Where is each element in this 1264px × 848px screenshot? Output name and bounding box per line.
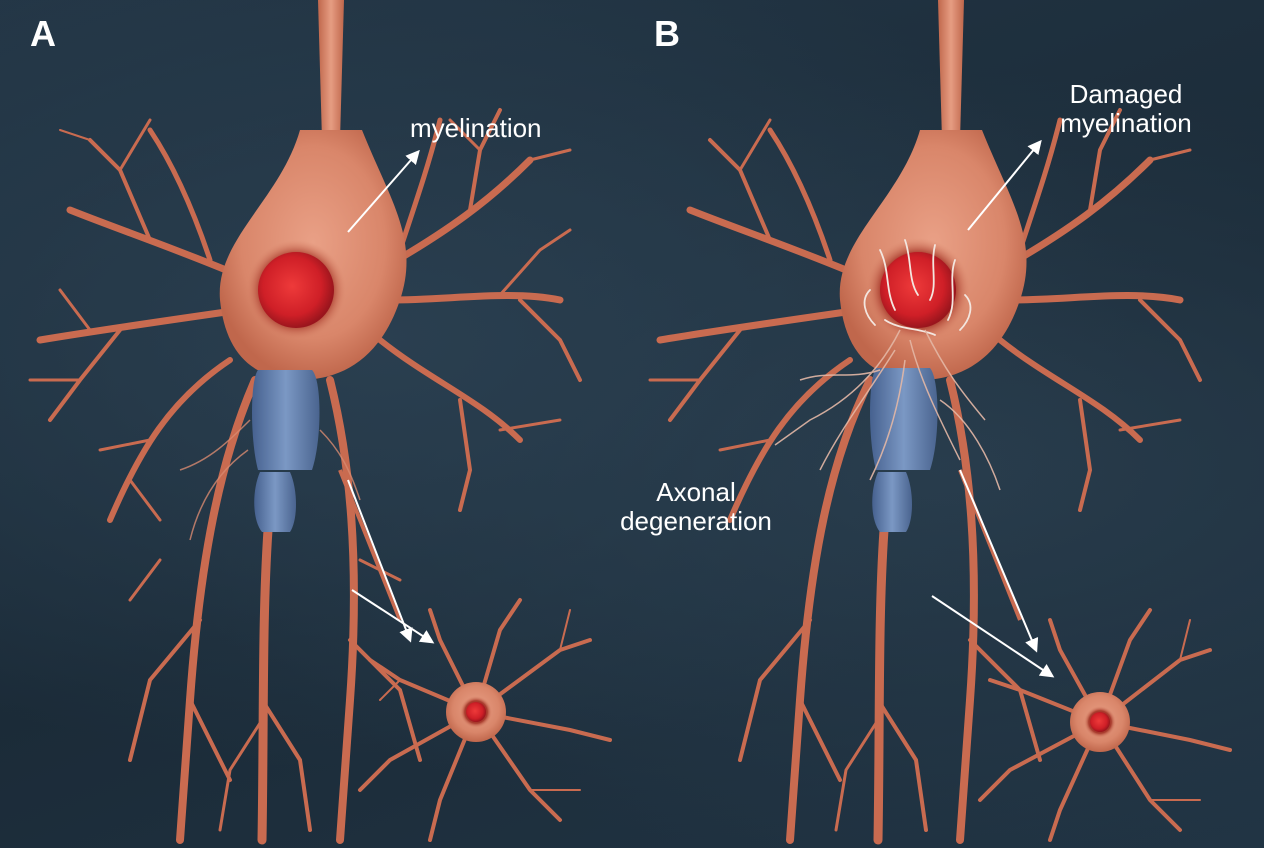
panel-a-myelination-arrow [347, 149, 420, 233]
panel-b-dendrites [648, 108, 1202, 523]
panel-b-frayed-fibres [774, 329, 1001, 491]
panel-b-degeneration-line1: Axonal [656, 477, 736, 507]
panel-b-degeneration-line2: degeneration [620, 506, 772, 537]
panel-b-myelin-sheath [870, 368, 938, 532]
panel-a-myelination-label: myelination [410, 113, 542, 143]
panel-b-damaged-myelination-label: Damaged myelination [1040, 79, 1212, 139]
panel-b-damaged-myelination-arrow [967, 139, 1042, 231]
panel-b-connection-arrow-1 [959, 469, 1039, 653]
panel-b-connection-arrow-2 [931, 595, 1055, 678]
panel-a-connection-arrow-1 [347, 479, 413, 643]
panel-b-neuron [648, 0, 1202, 845]
panel-b-damaged-line1: Damaged [1069, 79, 1183, 109]
panel-b-nucleus [880, 252, 956, 328]
panel-b-arrows [931, 139, 1055, 678]
panel-a-neuron [28, 0, 582, 845]
panel-b-axonal-degeneration-label: Axonal degeneration [604, 477, 788, 537]
panel-b-small-neuron [978, 608, 1232, 842]
panel-a-myelin-sheath [252, 370, 320, 532]
panel-a-small-neuron [358, 598, 612, 842]
panel-a-fibres [179, 419, 361, 541]
panel-a-letter: A [30, 13, 56, 54]
panel-a-connection-arrow-2 [351, 589, 435, 644]
panel-b-damaged-line2: myelination [1060, 108, 1192, 139]
panel-b-damage-cracks [863, 239, 972, 336]
panel-a-arrows [347, 149, 435, 644]
panel-b-letter: B [654, 13, 680, 54]
panel-a-nucleus [258, 252, 334, 328]
panel-a-lower-processes [128, 376, 422, 845]
